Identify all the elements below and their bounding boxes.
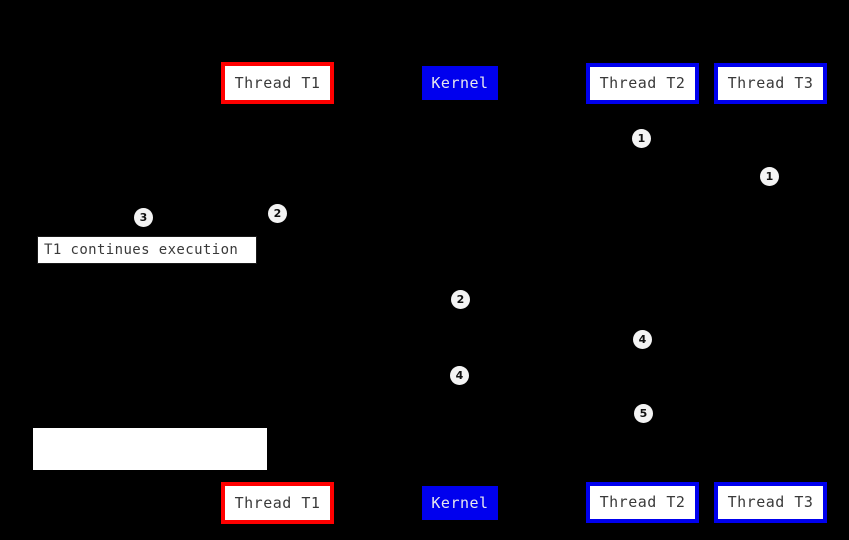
message-t2-to-kernel xyxy=(460,232,642,234)
participant-label: Thread T2 xyxy=(599,74,686,92)
participant-thread-t1-top[interactable]: Thread T1 xyxy=(221,62,334,104)
participant-thread-t3-top[interactable]: Thread T3 xyxy=(714,63,827,104)
participant-label: Thread T3 xyxy=(727,74,814,92)
step-marker-number: 4 xyxy=(455,369,464,382)
message-t3-to-t2 xyxy=(642,158,770,160)
step-marker-number: 5 xyxy=(639,407,648,420)
participant-label: Thread T3 xyxy=(727,493,814,511)
step-marker-4-kernel: 4 xyxy=(450,366,469,385)
note-t1-continues-execution: T1 continues execution xyxy=(37,236,257,264)
participant-thread-t2-top[interactable]: Thread T2 xyxy=(586,63,699,104)
step-marker-number: 1 xyxy=(765,170,774,183)
lifeline-thread-t1 xyxy=(276,103,278,478)
participant-label: Thread T2 xyxy=(599,493,686,511)
step-marker-number: 3 xyxy=(139,211,148,224)
participant-thread-t3-bottom[interactable]: Thread T3 xyxy=(714,482,827,523)
participant-label: Thread T1 xyxy=(234,73,321,92)
participant-thread-t1-bottom[interactable]: Thread T1 xyxy=(221,482,334,524)
note-text: T1 continues execution xyxy=(44,242,239,258)
step-marker-number: 4 xyxy=(638,333,647,346)
step-marker-3-t1-note: 3 xyxy=(134,208,153,227)
note-blank-box xyxy=(33,428,267,470)
message-kernel-to-t1-2 xyxy=(277,432,460,434)
participant-kernel-top[interactable]: Kernel xyxy=(422,66,498,100)
step-marker-number: 2 xyxy=(456,293,465,306)
message-kernel-to-t2 xyxy=(460,318,642,320)
lifeline-thread-t3 xyxy=(769,103,771,478)
participant-label: Kernel xyxy=(431,493,489,512)
message-t2-to-kernel-2 xyxy=(460,394,642,396)
step-marker-number: 1 xyxy=(637,132,646,145)
step-marker-number: 2 xyxy=(273,207,282,220)
step-marker-2-t1: 2 xyxy=(268,204,287,223)
step-marker-1-t2: 1 xyxy=(632,129,651,148)
participant-label: Thread T1 xyxy=(234,493,321,512)
message-kernel-to-t1 xyxy=(277,232,460,234)
participant-kernel-bottom[interactable]: Kernel xyxy=(422,486,498,520)
step-marker-4-t2: 4 xyxy=(633,330,652,349)
step-marker-1-t3: 1 xyxy=(760,167,779,186)
step-marker-5-t2: 5 xyxy=(634,404,653,423)
participant-thread-t2-bottom[interactable]: Thread T2 xyxy=(586,482,699,523)
step-marker-2-kernel: 2 xyxy=(451,290,470,309)
participant-label: Kernel xyxy=(431,73,489,92)
lifeline-thread-t2 xyxy=(641,103,643,478)
